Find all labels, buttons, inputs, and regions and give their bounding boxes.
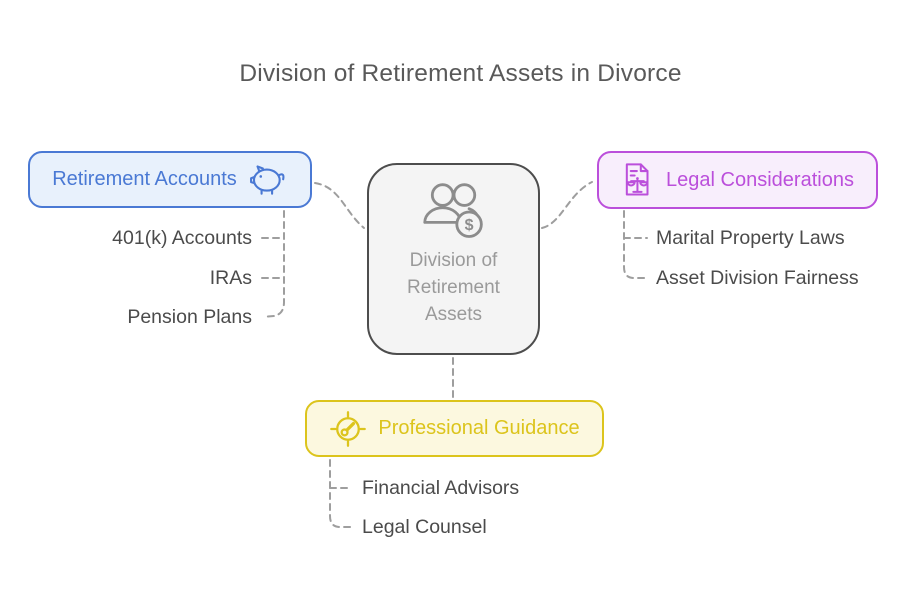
branch-box-retirement-accounts: Retirement Accounts xyxy=(28,151,312,208)
document-scales-icon xyxy=(621,161,655,199)
branch-label-professional-guidance: Professional Guidance xyxy=(378,417,580,439)
center-label-line-1: Division of xyxy=(409,250,498,271)
branch-label-legal-considerations: Legal Considerations xyxy=(666,168,854,191)
branch-box-professional-guidance: Professional Guidance xyxy=(305,400,604,457)
piggy-bank-icon xyxy=(248,162,288,197)
center-node-division-of-retirement-assets: $ Division of Retirement Assets xyxy=(367,163,540,355)
center-label-line-2: Retirement xyxy=(407,277,500,298)
connector-blue-to-center xyxy=(314,182,365,229)
leaf-401k-accounts: 401(k) Accounts xyxy=(112,227,252,249)
leaf-pension-plans: Pension Plans xyxy=(127,306,252,328)
center-node-label: Division of Retirement Assets xyxy=(407,247,500,328)
center-label-line-3: Assets xyxy=(424,304,482,325)
connector-yellow-rail xyxy=(329,459,353,528)
leaf-iras: IRAs xyxy=(209,267,252,289)
branch-box-legal-considerations: Legal Considerations xyxy=(597,151,878,209)
people-dollar-icon: $ xyxy=(415,179,493,245)
connector-blue-rail xyxy=(262,210,285,318)
dollar-sign-glyph: $ xyxy=(464,216,473,234)
leaf-asset-division-fairness: Asset Division Fairness xyxy=(656,267,859,289)
leaf-legal-counsel: Legal Counsel xyxy=(362,516,487,538)
leaf-financial-advisors: Financial Advisors xyxy=(362,477,520,499)
connector-center-to-purple xyxy=(541,181,593,229)
compass-icon xyxy=(329,410,367,448)
leaf-marital-property-laws: Marital Property Laws xyxy=(656,227,845,249)
branch-label-retirement-accounts: Retirement Accounts xyxy=(52,168,237,190)
connector-purple-rail xyxy=(623,210,648,279)
page-title: Division of Retirement Assets in Divorce xyxy=(239,60,682,87)
